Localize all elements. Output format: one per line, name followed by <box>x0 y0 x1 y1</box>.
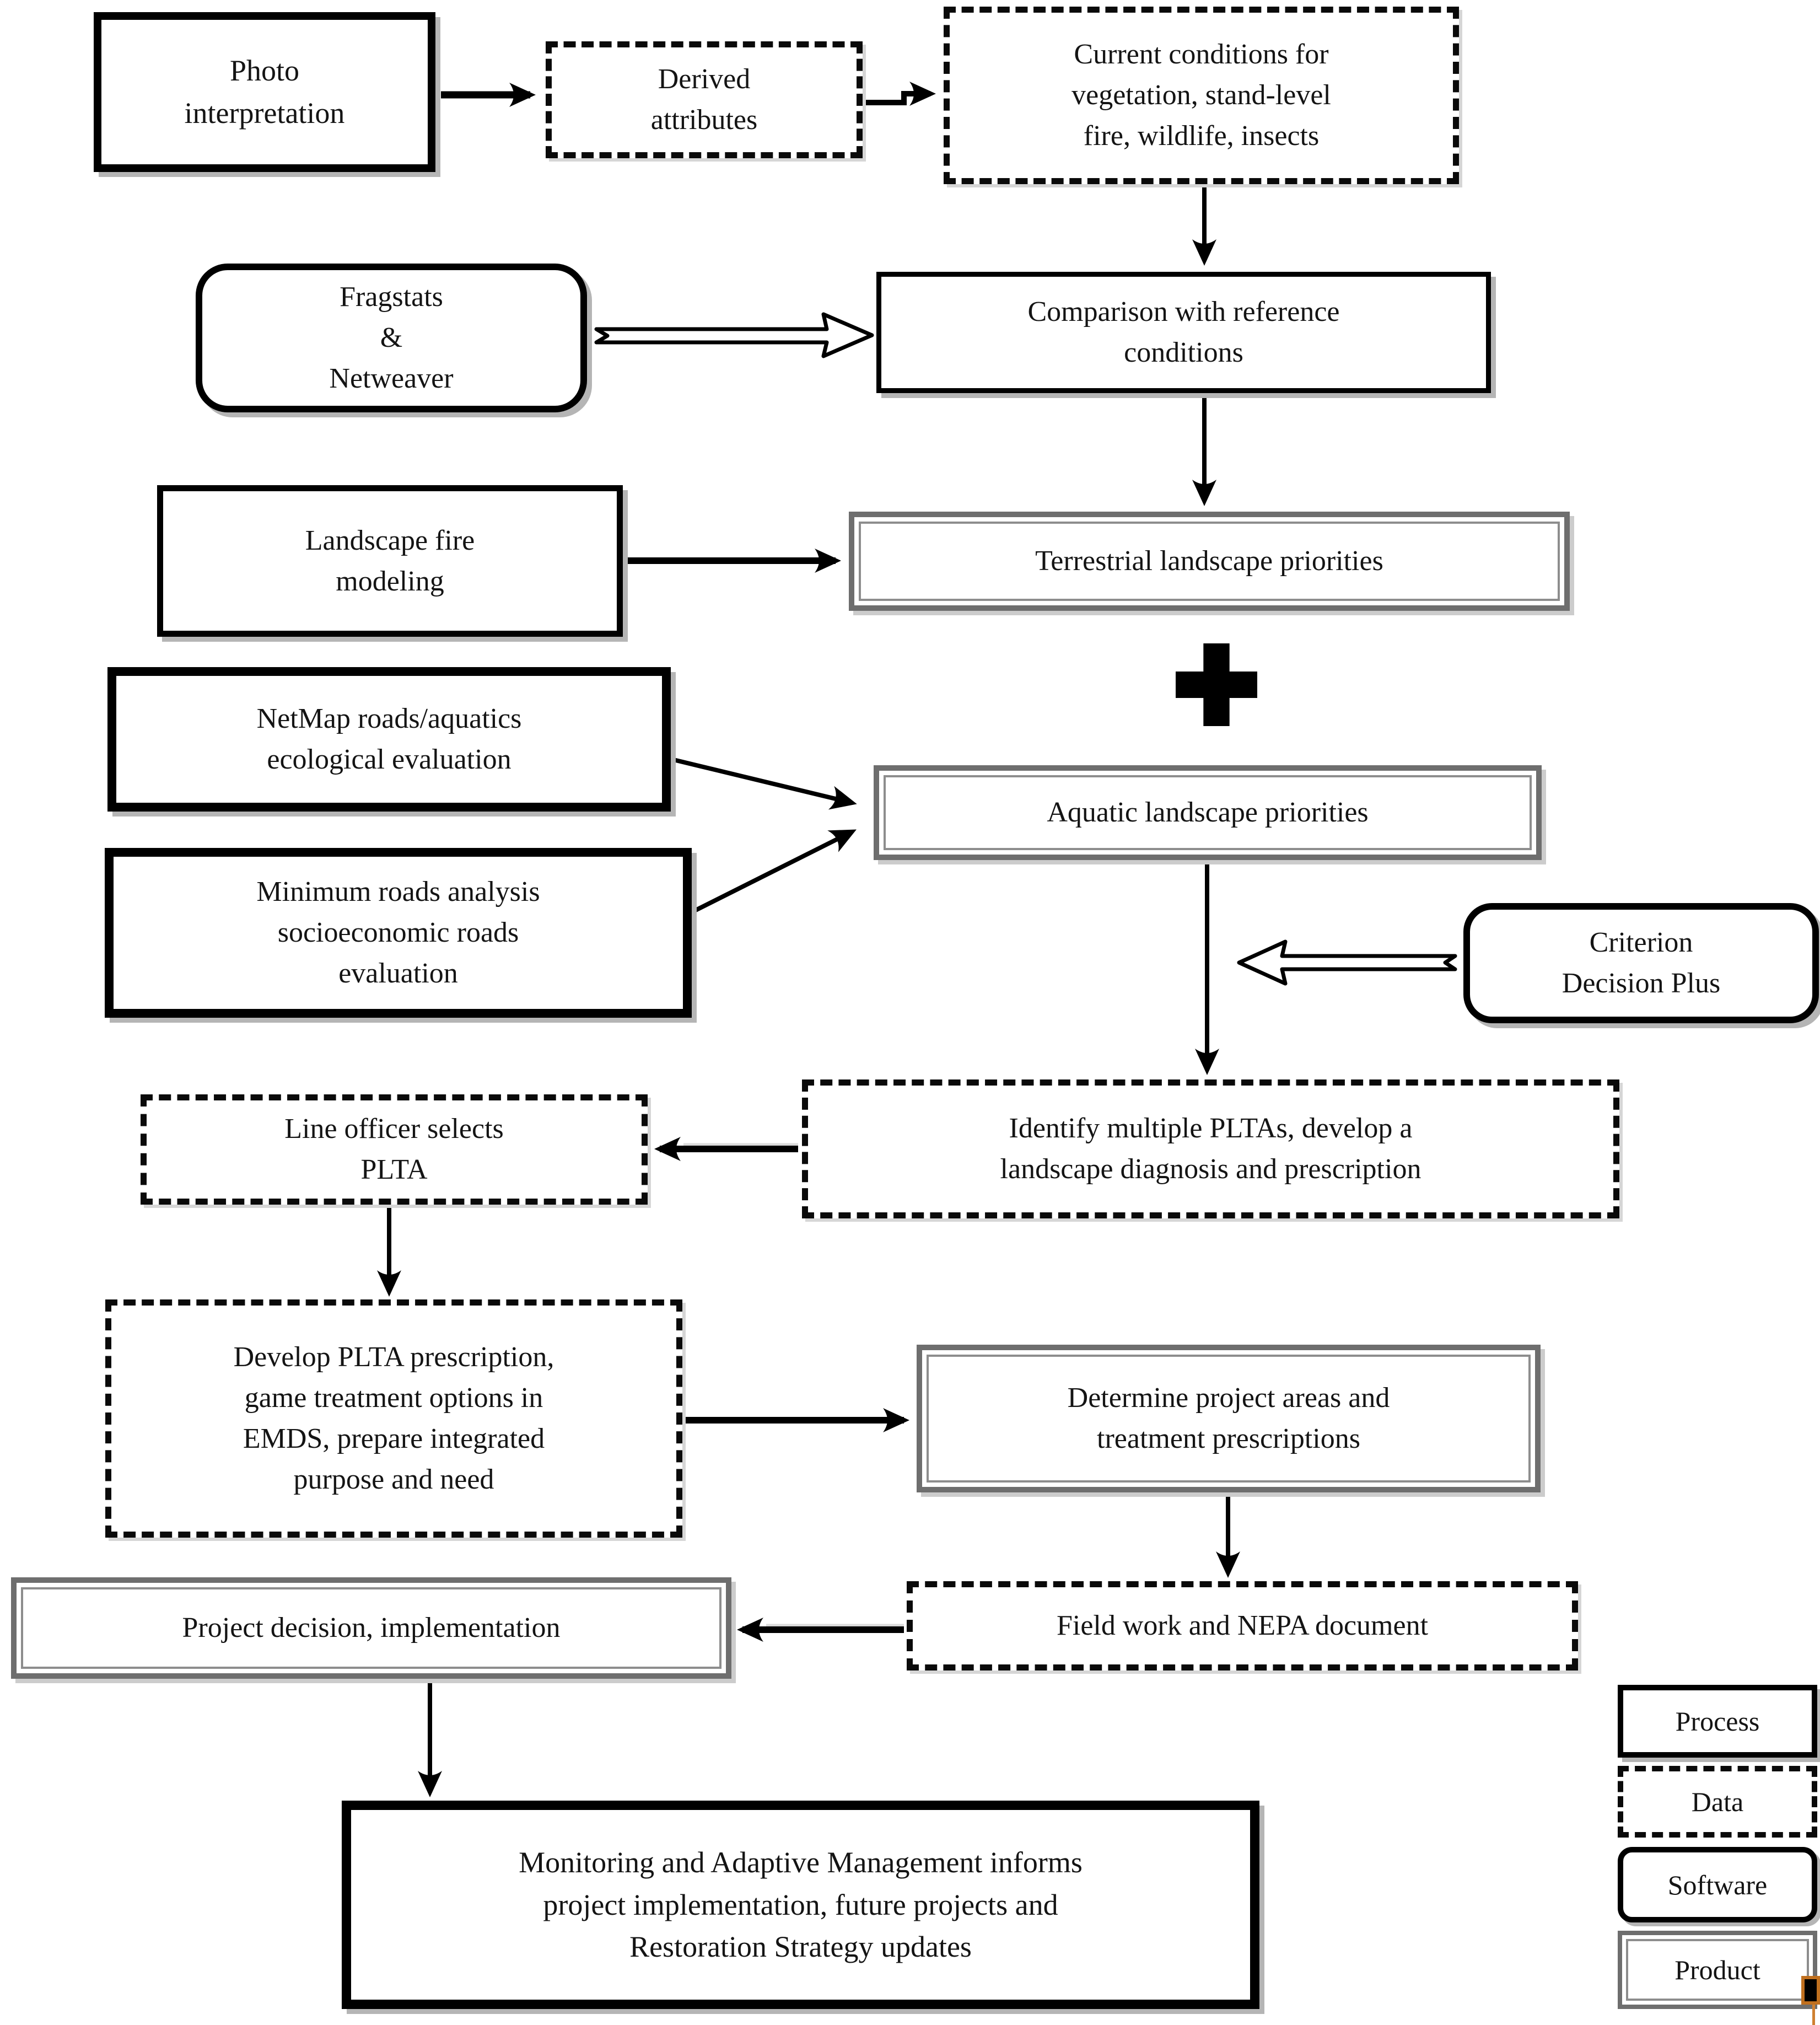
selection-cursor-artifact <box>1801 1976 1820 2005</box>
legend-label-data: Data <box>1691 1786 1744 1817</box>
legend-item-process: Process <box>1618 1685 1817 1758</box>
node-project-decision: Project decision, implementation <box>11 1577 731 1679</box>
legend-item-data: Data <box>1618 1766 1817 1838</box>
node-fragstats-netweaver: Fragstats&Netweaver <box>196 264 587 412</box>
arrow-criterion-to-flow <box>1237 939 1457 986</box>
node-terrestrial-priorities: Terrestrial landscape priorities <box>849 512 1570 611</box>
node-aquatic-priorities: Aquatic landscape priorities <box>874 765 1542 860</box>
selection-cursor-artifact-stem <box>1812 2005 1815 2025</box>
arrow-fragstats-to-comparison <box>594 312 874 358</box>
arrow-netmap-to-aquatic <box>673 758 857 810</box>
arrow-derived-to-current <box>864 82 936 106</box>
node-monitoring-adaptive: Monitoring and Adaptive Management infor… <box>342 1801 1259 2009</box>
node-develop-plta-prescription: Develop PLTA prescription,game treatment… <box>105 1299 682 1538</box>
legend-item-software: Software <box>1618 1847 1817 1922</box>
legend-label-process: Process <box>1675 1706 1760 1737</box>
legend-item-product: Product <box>1618 1931 1817 2009</box>
node-field-work-nepa: Field work and NEPA document <box>907 1581 1578 1671</box>
legend-label-software: Software <box>1667 1869 1768 1900</box>
arrow-minroads-to-aquatic <box>693 829 857 913</box>
legend-label-product: Product <box>1674 1954 1760 1985</box>
